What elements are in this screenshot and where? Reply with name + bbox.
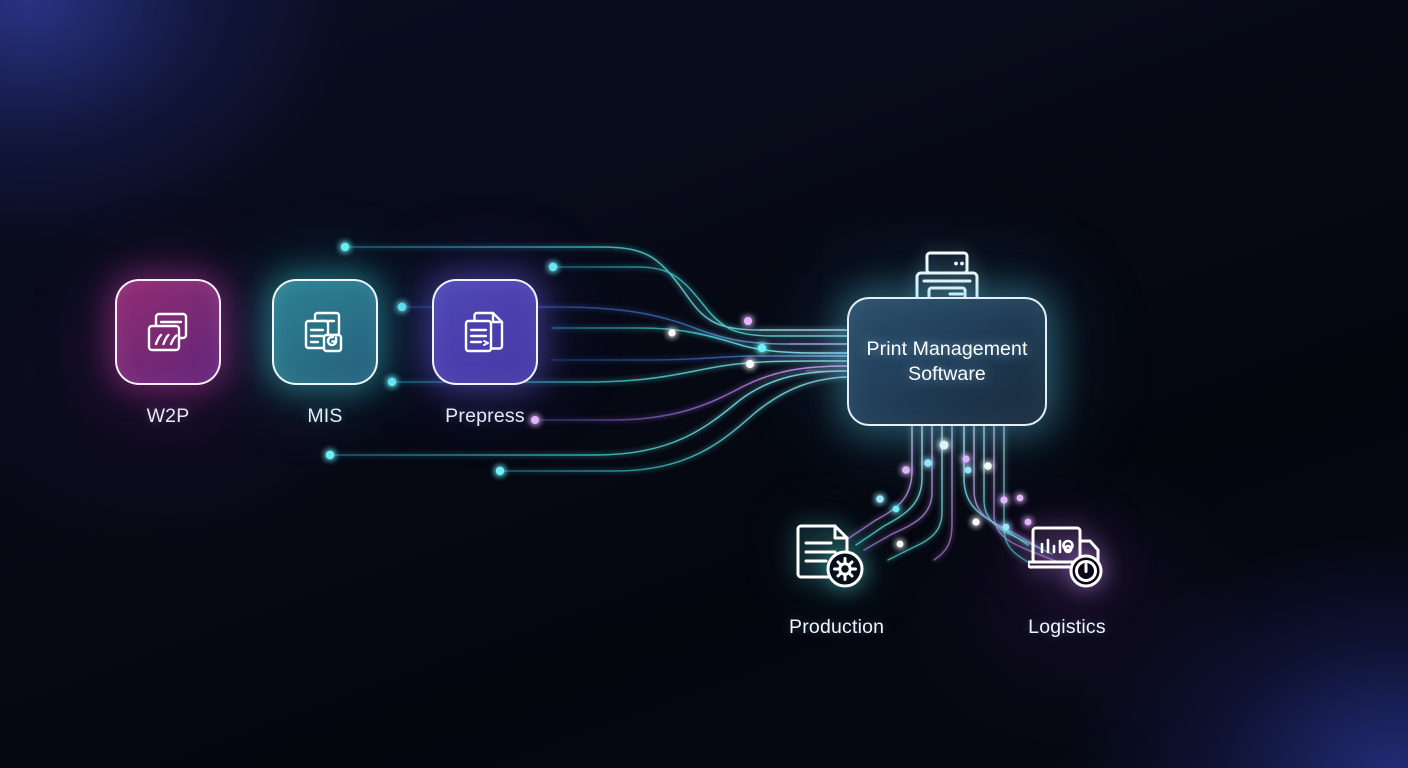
- node-mis[interactable]: MIS: [272, 279, 378, 428]
- node-logistics[interactable]: Logistics: [1024, 516, 1110, 639]
- node-production[interactable]: Production: [789, 516, 885, 639]
- node-label-w2p: W2P: [146, 405, 190, 427]
- node-prepress[interactable]: Prepress: [432, 279, 538, 428]
- prepress-files-icon: [464, 311, 504, 353]
- hub-title-line2: Software: [908, 362, 986, 385]
- node-label-production: Production: [789, 616, 885, 638]
- hub-title-line1: Print Management: [866, 337, 1028, 360]
- production-document-gear-icon: [796, 524, 864, 588]
- hub-print-management-software[interactable]: Print Management Software: [847, 251, 1047, 426]
- node-label-prepress: Prepress: [445, 405, 525, 427]
- hub-card: Print Management Software: [847, 297, 1047, 426]
- node-label-logistics: Logistics: [1028, 616, 1106, 638]
- node-w2p[interactable]: W2P: [115, 279, 221, 428]
- prepress-tile: [432, 279, 538, 385]
- hub-title: Print Management Software: [867, 337, 1028, 387]
- w2p-tile: [115, 279, 221, 385]
- logistics-monitor-icon: [1028, 526, 1103, 588]
- production-icon-wrap: [789, 516, 875, 596]
- trace-node-dots: [325, 242, 1032, 548]
- logistics-icon-wrap: [1024, 516, 1110, 596]
- node-label-mis: MIS: [307, 405, 343, 427]
- web-to-print-icon: [147, 312, 188, 352]
- mis-document-icon: [304, 311, 343, 353]
- mis-tile: [272, 279, 378, 385]
